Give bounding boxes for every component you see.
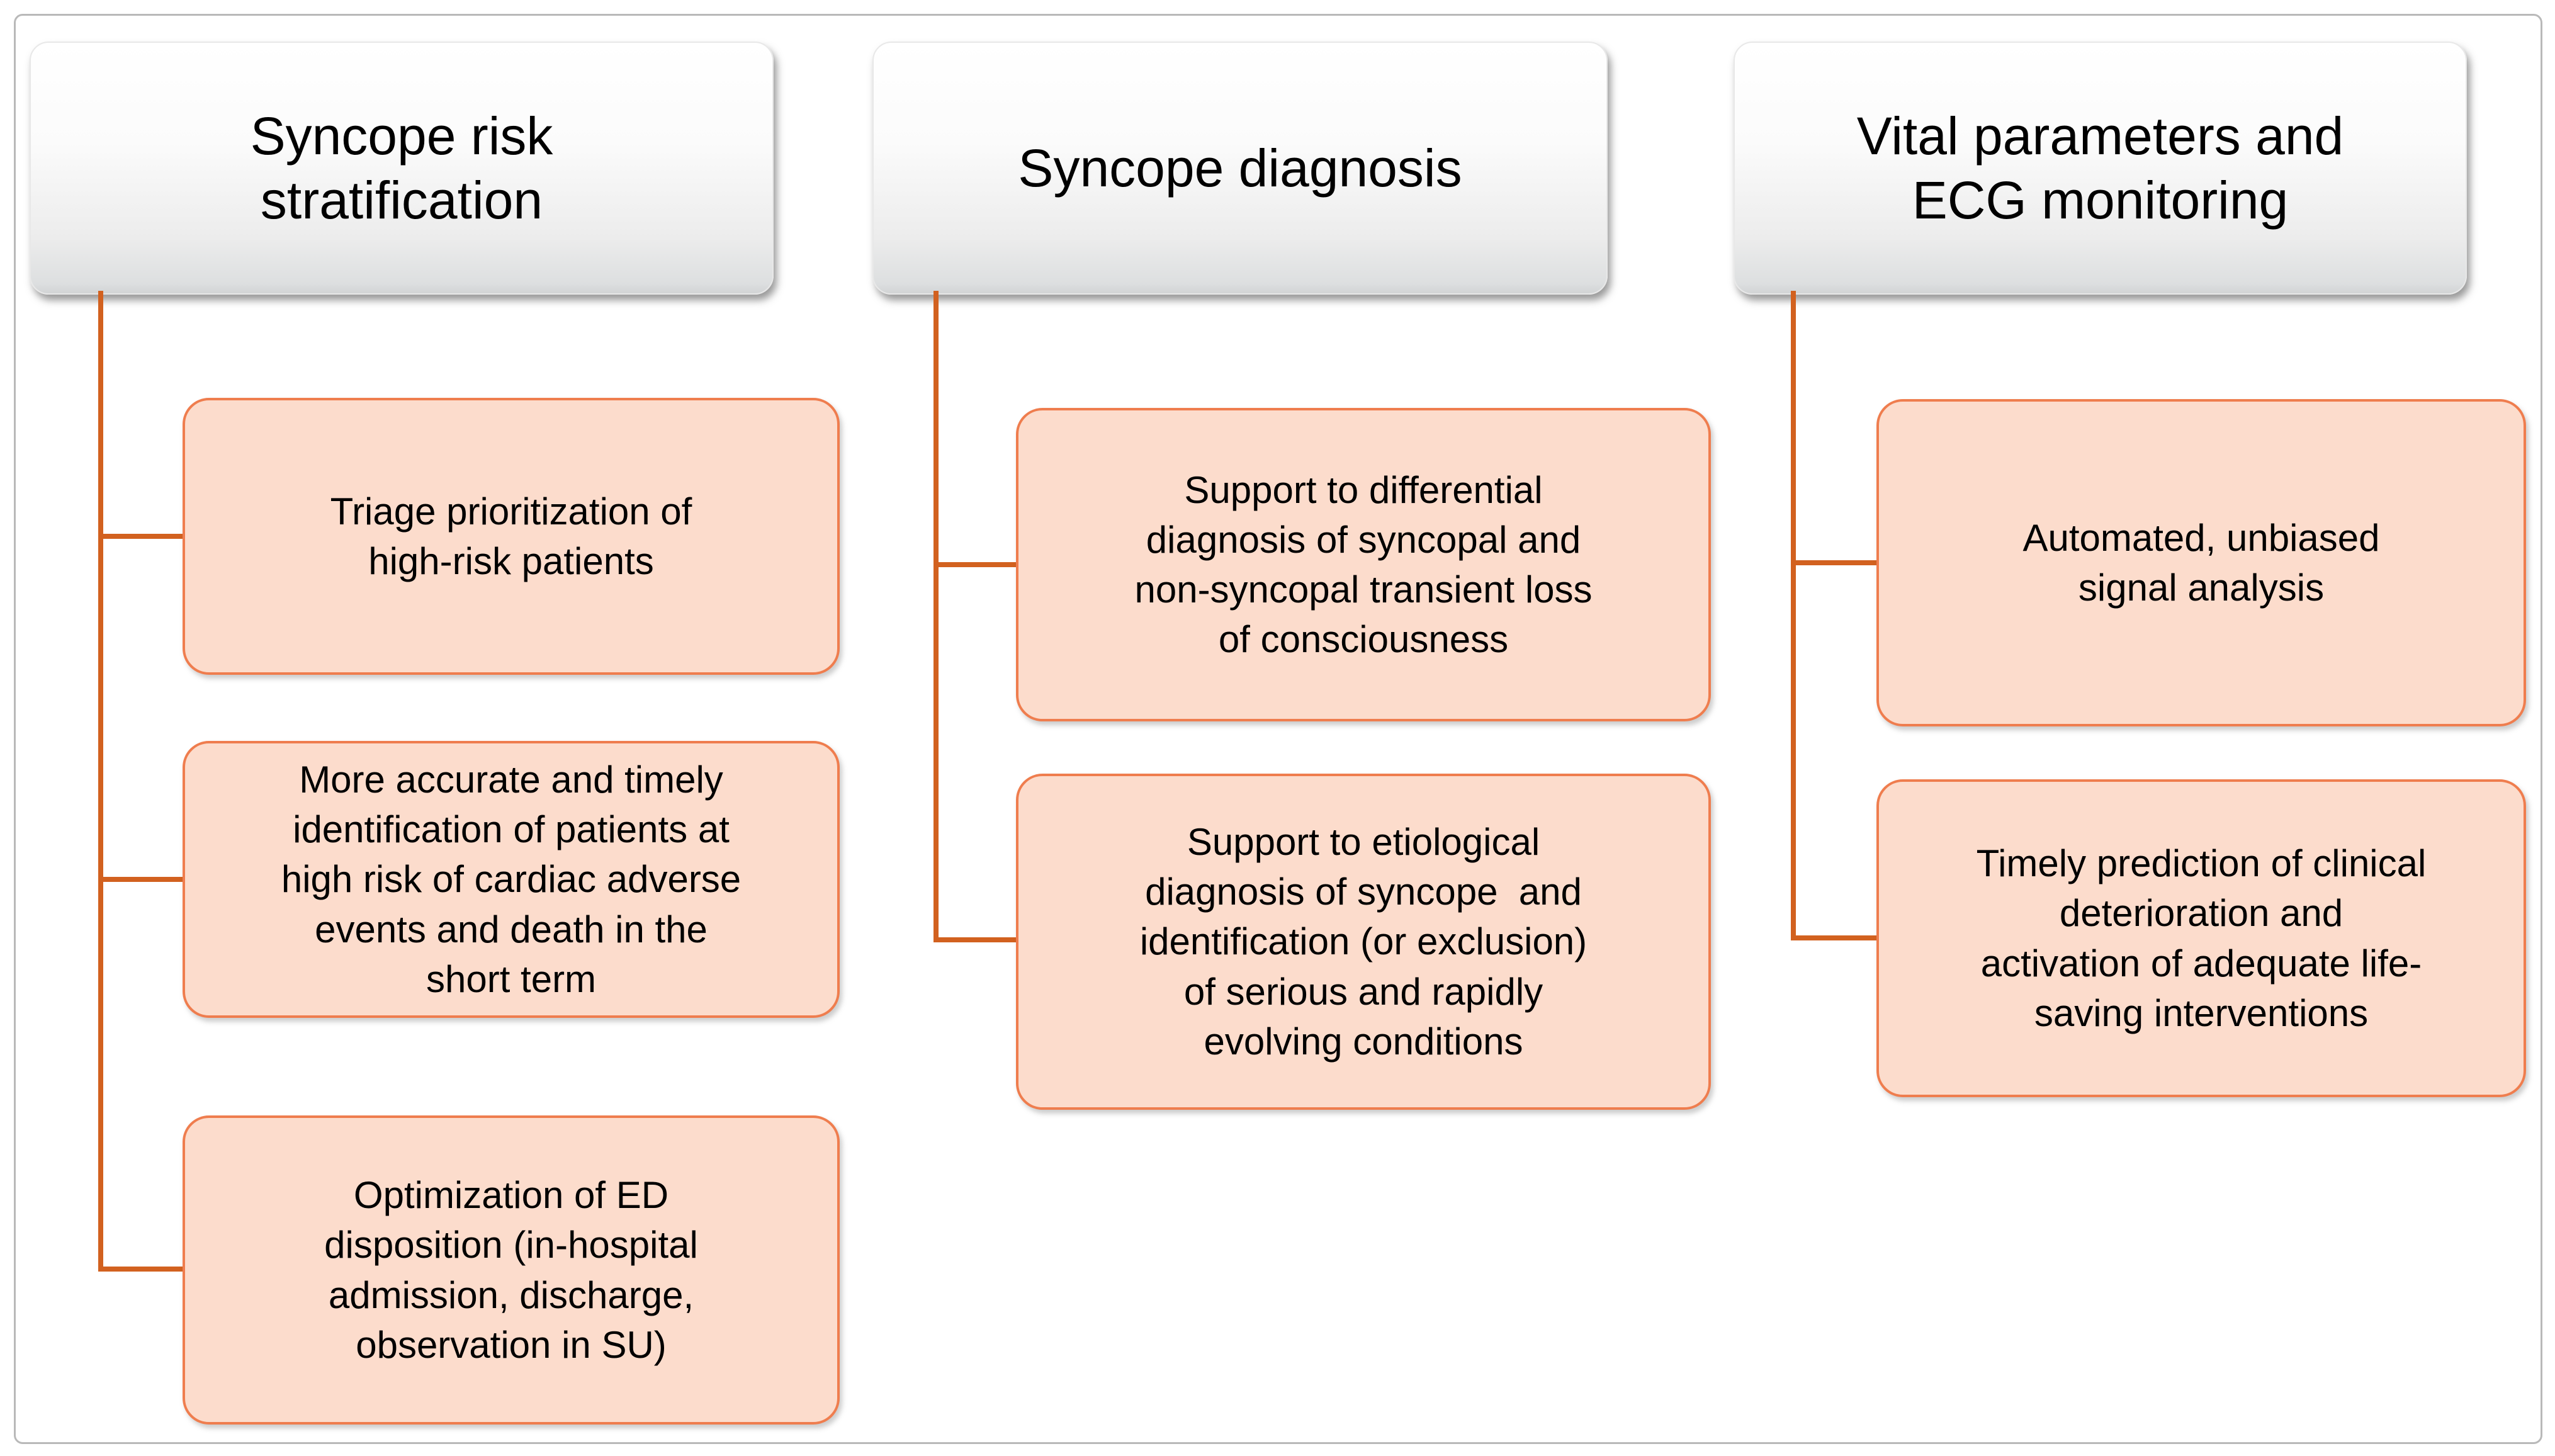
connector-stub [1791, 560, 1879, 565]
connector-trunk [98, 291, 103, 1272]
item-clinical-deterioration-prediction: Timely prediction of clinical deteriorat… [1876, 779, 2526, 1097]
item-ed-disposition-optimization: Optimization of ED disposition (in-hospi… [183, 1115, 840, 1425]
item-triage-prioritization: Triage prioritization of high-risk patie… [183, 398, 840, 675]
connector-stub [933, 562, 1018, 567]
connector-trunk [1791, 291, 1796, 938]
connector-stub [933, 937, 1018, 942]
item-differential-diagnosis-support: Support to differential diagnosis of syn… [1016, 408, 1711, 721]
figure-frame [14, 14, 2542, 1444]
header-syncope-diagnosis: Syncope diagnosis [872, 42, 1608, 295]
connector-stub [1791, 935, 1879, 940]
connector-stub [98, 534, 186, 539]
item-etiological-diagnosis-support: Support to etiological diagnosis of sync… [1016, 774, 1711, 1110]
connector-trunk [933, 291, 939, 942]
header-vital-parameters-ecg-monitoring: Vital parameters and ECG monitoring [1734, 42, 2467, 295]
connector-stub [98, 877, 186, 882]
header-syncope-risk-stratification: Syncope risk stratification [30, 42, 774, 295]
item-automated-signal-analysis: Automated, unbiased signal analysis [1876, 399, 2526, 726]
connector-stub [98, 1267, 186, 1272]
item-accurate-timely-identification: More accurate and timely identification … [183, 741, 840, 1018]
